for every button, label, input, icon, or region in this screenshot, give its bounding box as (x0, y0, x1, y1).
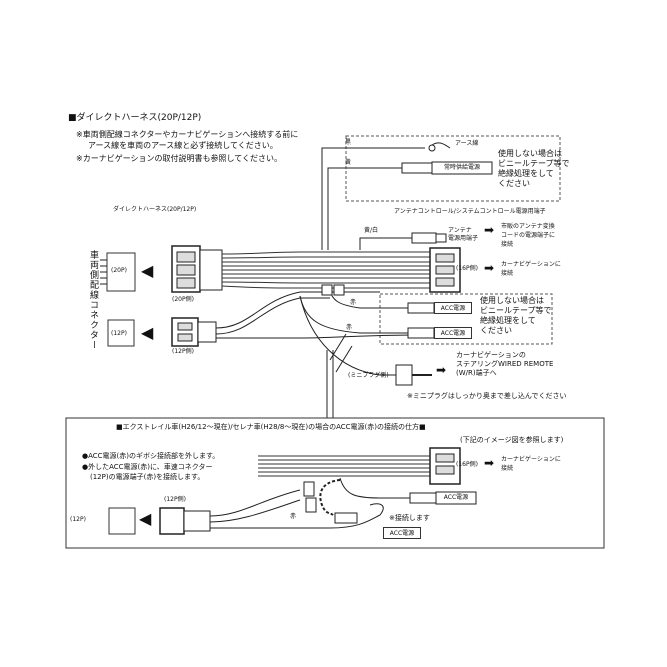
unused-note: ください (498, 179, 530, 188)
constant-power-wire (327, 167, 402, 250)
inset-12p-label: (12P) (70, 516, 86, 523)
antenna-note: 市販のアンテナ変換 (501, 223, 555, 230)
navi-connect-label: カーナビゲーションに (501, 261, 561, 268)
inset-title: ■エクストレイル車(H26/12～現在)/セレナ車(H28/8～現在)の場合のA… (116, 423, 426, 431)
arrow-left-icon: ◀ (139, 509, 152, 528)
inset-panel (65, 417, 605, 549)
vehicle-20p-connector (106, 252, 136, 292)
unused-note: 使用しない場合は (498, 149, 562, 158)
constant-power-terminal (431, 161, 493, 175)
harness-12p-side-label: (12P側) (172, 348, 194, 355)
steering-remote-label: (W/R)端子へ (456, 369, 497, 377)
inset-step: ●ACC電源(赤)のギボシ接続部を外します。 (82, 452, 220, 460)
mini-plug-note: ※ミニプラグはしっかり奥まで差し込んでください (407, 392, 567, 400)
unused-note: 絶縁処理をして (480, 316, 536, 325)
inset-image-ref: (下記のイメージ図を参照します) (460, 436, 564, 444)
inset-red-wire-label: 赤 (290, 513, 297, 520)
note-line: アース線を車両のアース線と必ず接続してください。 (88, 141, 278, 150)
inset-step: (12P)の電源端子(赤)を接続します。 (90, 473, 205, 481)
vehicle-12p-label: (12P) (111, 330, 127, 337)
vehicle-20p-label: (20P) (111, 267, 127, 274)
note-line: ※車両側配線コネクターやカーナビゲーションへ接続する前に (76, 130, 299, 139)
acc-power-label: ACC電源 (434, 302, 472, 314)
inset-12p-side-label: (12P側) (164, 496, 186, 503)
inset-vehicle-12p-connector (108, 507, 136, 535)
inset-harness-12p-connector (159, 507, 185, 535)
arrow-right-icon: ➡ (436, 363, 447, 377)
unused-wire-dashed-region (345, 135, 561, 202)
arrow-right-icon: ➡ (484, 456, 495, 470)
antenna-power-wire (359, 237, 412, 250)
earth-wire-label: アース線 (455, 140, 479, 147)
navi-connect-label: 接続 (501, 270, 514, 277)
steering-remote-label: ステアリングWIRED REMOTE (456, 360, 554, 368)
navi-16p-side-label: (16P側) (456, 265, 478, 272)
inset-step: ●外したACC電源(赤)に、車速コネクター (82, 463, 213, 471)
main-wire-bundle (221, 251, 430, 289)
inset-wire-bundle (258, 455, 430, 477)
inset-connect-note: ※接続します (389, 514, 430, 522)
inset-acc-power-label: ACC電源 (383, 527, 421, 539)
inset-navi-connect-label: 接続 (501, 465, 514, 472)
black-wire-label: 黒 (345, 139, 352, 146)
arrow-right-icon: ➡ (484, 223, 495, 237)
yellow-white-wire-label: 黄/白 (364, 227, 379, 234)
red-wire-label: 赤 (350, 299, 357, 306)
arrow-left-icon: ◀ (141, 261, 154, 280)
reconnect-dashed-path (319, 479, 341, 516)
harness-20p-side-label: (20P側) (172, 296, 194, 303)
steering-remote-wire (299, 295, 396, 376)
antenna-control-label: アンテナコントロール/システムコントロール電源用端子 (394, 208, 546, 215)
harness-name-label: ダイレクトハーネス(20P/12P) (113, 206, 197, 213)
arrow-left-icon: ◀ (141, 323, 154, 342)
mini-plug (395, 364, 413, 386)
earth-wire (321, 147, 425, 250)
vehicle-connector-label: 車両側配線コネクター (88, 250, 98, 350)
inset-navi-connect-label: カーナビゲーションに (501, 456, 561, 463)
unused-note: 使用しない場合は (480, 296, 544, 305)
note-line: ※カーナビゲーションの取付説明書も参照してください。 (76, 154, 283, 163)
antenna-terminal-label: アンテナ (448, 227, 472, 234)
harness-12p-connector (171, 317, 199, 347)
acc-power-label: ACC電源 (434, 327, 472, 339)
yellow-wire-label: 黄 (345, 159, 352, 166)
unused-note: ください (480, 326, 512, 335)
steering-remote-label: カーナビゲーションの (456, 351, 526, 359)
mini-plug-label: (ミニプラグ側) (348, 372, 389, 379)
unused-note: 絶縁処理をして (498, 169, 554, 178)
arrow-right-icon: ➡ (484, 261, 495, 275)
page-title: ■ダイレクトハーネス(20P/12P) (68, 113, 202, 123)
inset-acc-terminal (435, 491, 477, 505)
antenna-terminal-label: 電源用端子 (448, 235, 479, 242)
antenna-note: コードの電源端子に (501, 232, 556, 239)
unused-note: ビニールテープ等で (498, 159, 570, 168)
inset-16p-side-label: (16P側) (456, 461, 478, 468)
unused-note: ビニールテープ等で (480, 306, 552, 315)
red-wire-label: 赤 (346, 324, 353, 331)
unused-wire-dashed-region-mid (379, 293, 553, 345)
antenna-note: 接続 (501, 241, 514, 248)
vehicle-12p-connector (107, 319, 135, 347)
constant-power-label: 常時供給電源 (443, 164, 480, 171)
inset-acc-terminal-label: ACC電源 (443, 494, 469, 501)
